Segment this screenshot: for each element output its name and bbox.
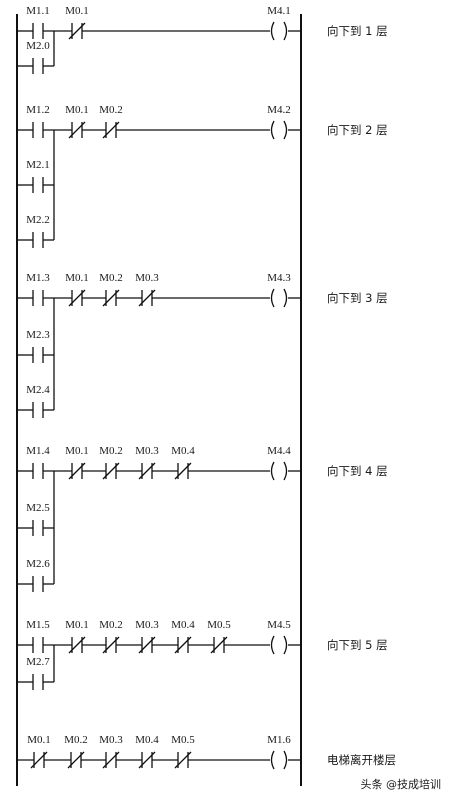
contact-label: M0.3 bbox=[135, 272, 159, 284]
branch-contact bbox=[17, 347, 54, 363]
branch-label: M2.6 bbox=[26, 558, 50, 570]
output-coil bbox=[270, 120, 288, 140]
contact-label: M0.2 bbox=[99, 272, 123, 284]
rung-5 bbox=[17, 635, 301, 690]
watermark-text: 头条 @技成培训 bbox=[361, 777, 442, 791]
contact-label: M0.1 bbox=[65, 619, 89, 631]
contact-label: M0.2 bbox=[99, 104, 123, 116]
contact-label: M0.3 bbox=[135, 619, 159, 631]
rung-comment: 电梯离开楼层 bbox=[327, 753, 396, 767]
output-coil bbox=[270, 21, 288, 41]
output-coil bbox=[270, 461, 288, 481]
contact-label: M0.1 bbox=[65, 272, 89, 284]
branch-label: M2.7 bbox=[26, 656, 50, 668]
contact-no bbox=[32, 122, 44, 138]
branch-contact bbox=[17, 58, 54, 74]
right-power-rail bbox=[300, 14, 302, 786]
coil-label: M4.2 bbox=[267, 104, 291, 116]
output-coil bbox=[270, 635, 288, 655]
coil-label: M4.1 bbox=[267, 5, 291, 17]
contact-label: M1.3 bbox=[26, 272, 50, 284]
contact-no bbox=[32, 637, 44, 653]
branch-contact bbox=[17, 402, 54, 418]
contact-label: M0.2 bbox=[99, 619, 123, 631]
contact-label: M0.2 bbox=[99, 445, 123, 457]
output-coil bbox=[270, 288, 288, 308]
contact-label: M0.1 bbox=[65, 104, 89, 116]
output-coil bbox=[270, 750, 288, 770]
branch-label: M2.4 bbox=[26, 384, 50, 396]
contact-no bbox=[32, 290, 44, 306]
branch-contact bbox=[17, 177, 54, 193]
rung-6 bbox=[17, 750, 301, 770]
contact-label: M0.2 bbox=[64, 734, 88, 746]
contact-label: M1.5 bbox=[26, 619, 50, 631]
branch-label: M2.3 bbox=[26, 329, 50, 341]
rung-1 bbox=[17, 21, 301, 74]
contact-label: M1.2 bbox=[26, 104, 50, 116]
rung-comment: 向下到 2 层 bbox=[327, 123, 388, 137]
branch-contact bbox=[17, 576, 54, 592]
coil-label: M4.4 bbox=[267, 445, 291, 457]
branch-label: M2.2 bbox=[26, 214, 50, 226]
branch-label: M2.0 bbox=[26, 40, 50, 52]
contact-label: M0.4 bbox=[135, 734, 159, 746]
rung-2 bbox=[17, 120, 301, 248]
contact-label: M1.1 bbox=[26, 5, 50, 17]
contact-label: M1.4 bbox=[26, 445, 50, 457]
contact-no bbox=[32, 463, 44, 479]
contact-label: M0.3 bbox=[99, 734, 123, 746]
left-power-rail bbox=[16, 14, 18, 786]
contact-label: M0.1 bbox=[65, 5, 89, 17]
branch-contact bbox=[17, 520, 54, 536]
contact-label: M0.5 bbox=[171, 734, 195, 746]
rung-3 bbox=[17, 288, 301, 418]
coil-label: M4.3 bbox=[267, 272, 291, 284]
rung-4 bbox=[17, 461, 301, 592]
branch-contact bbox=[17, 674, 54, 690]
contact-label: M0.4 bbox=[171, 445, 195, 457]
rung-comment: 向下到 3 层 bbox=[327, 291, 388, 305]
coil-label: M1.6 bbox=[267, 734, 291, 746]
branch-contact bbox=[17, 232, 54, 248]
contact-label: M0.4 bbox=[171, 619, 195, 631]
coil-label: M4.5 bbox=[267, 619, 291, 631]
branch-label: M2.1 bbox=[26, 159, 50, 171]
rung-comment: 向下到 1 层 bbox=[327, 24, 388, 38]
contact-label: M0.1 bbox=[27, 734, 51, 746]
contact-no bbox=[32, 23, 44, 39]
branch-label: M2.5 bbox=[26, 502, 50, 514]
rung-comment: 向下到 5 层 bbox=[327, 638, 388, 652]
contact-label: M0.1 bbox=[65, 445, 89, 457]
contact-label: M0.3 bbox=[135, 445, 159, 457]
contact-label: M0.5 bbox=[207, 619, 231, 631]
rung-comment: 向下到 4 层 bbox=[327, 464, 388, 478]
